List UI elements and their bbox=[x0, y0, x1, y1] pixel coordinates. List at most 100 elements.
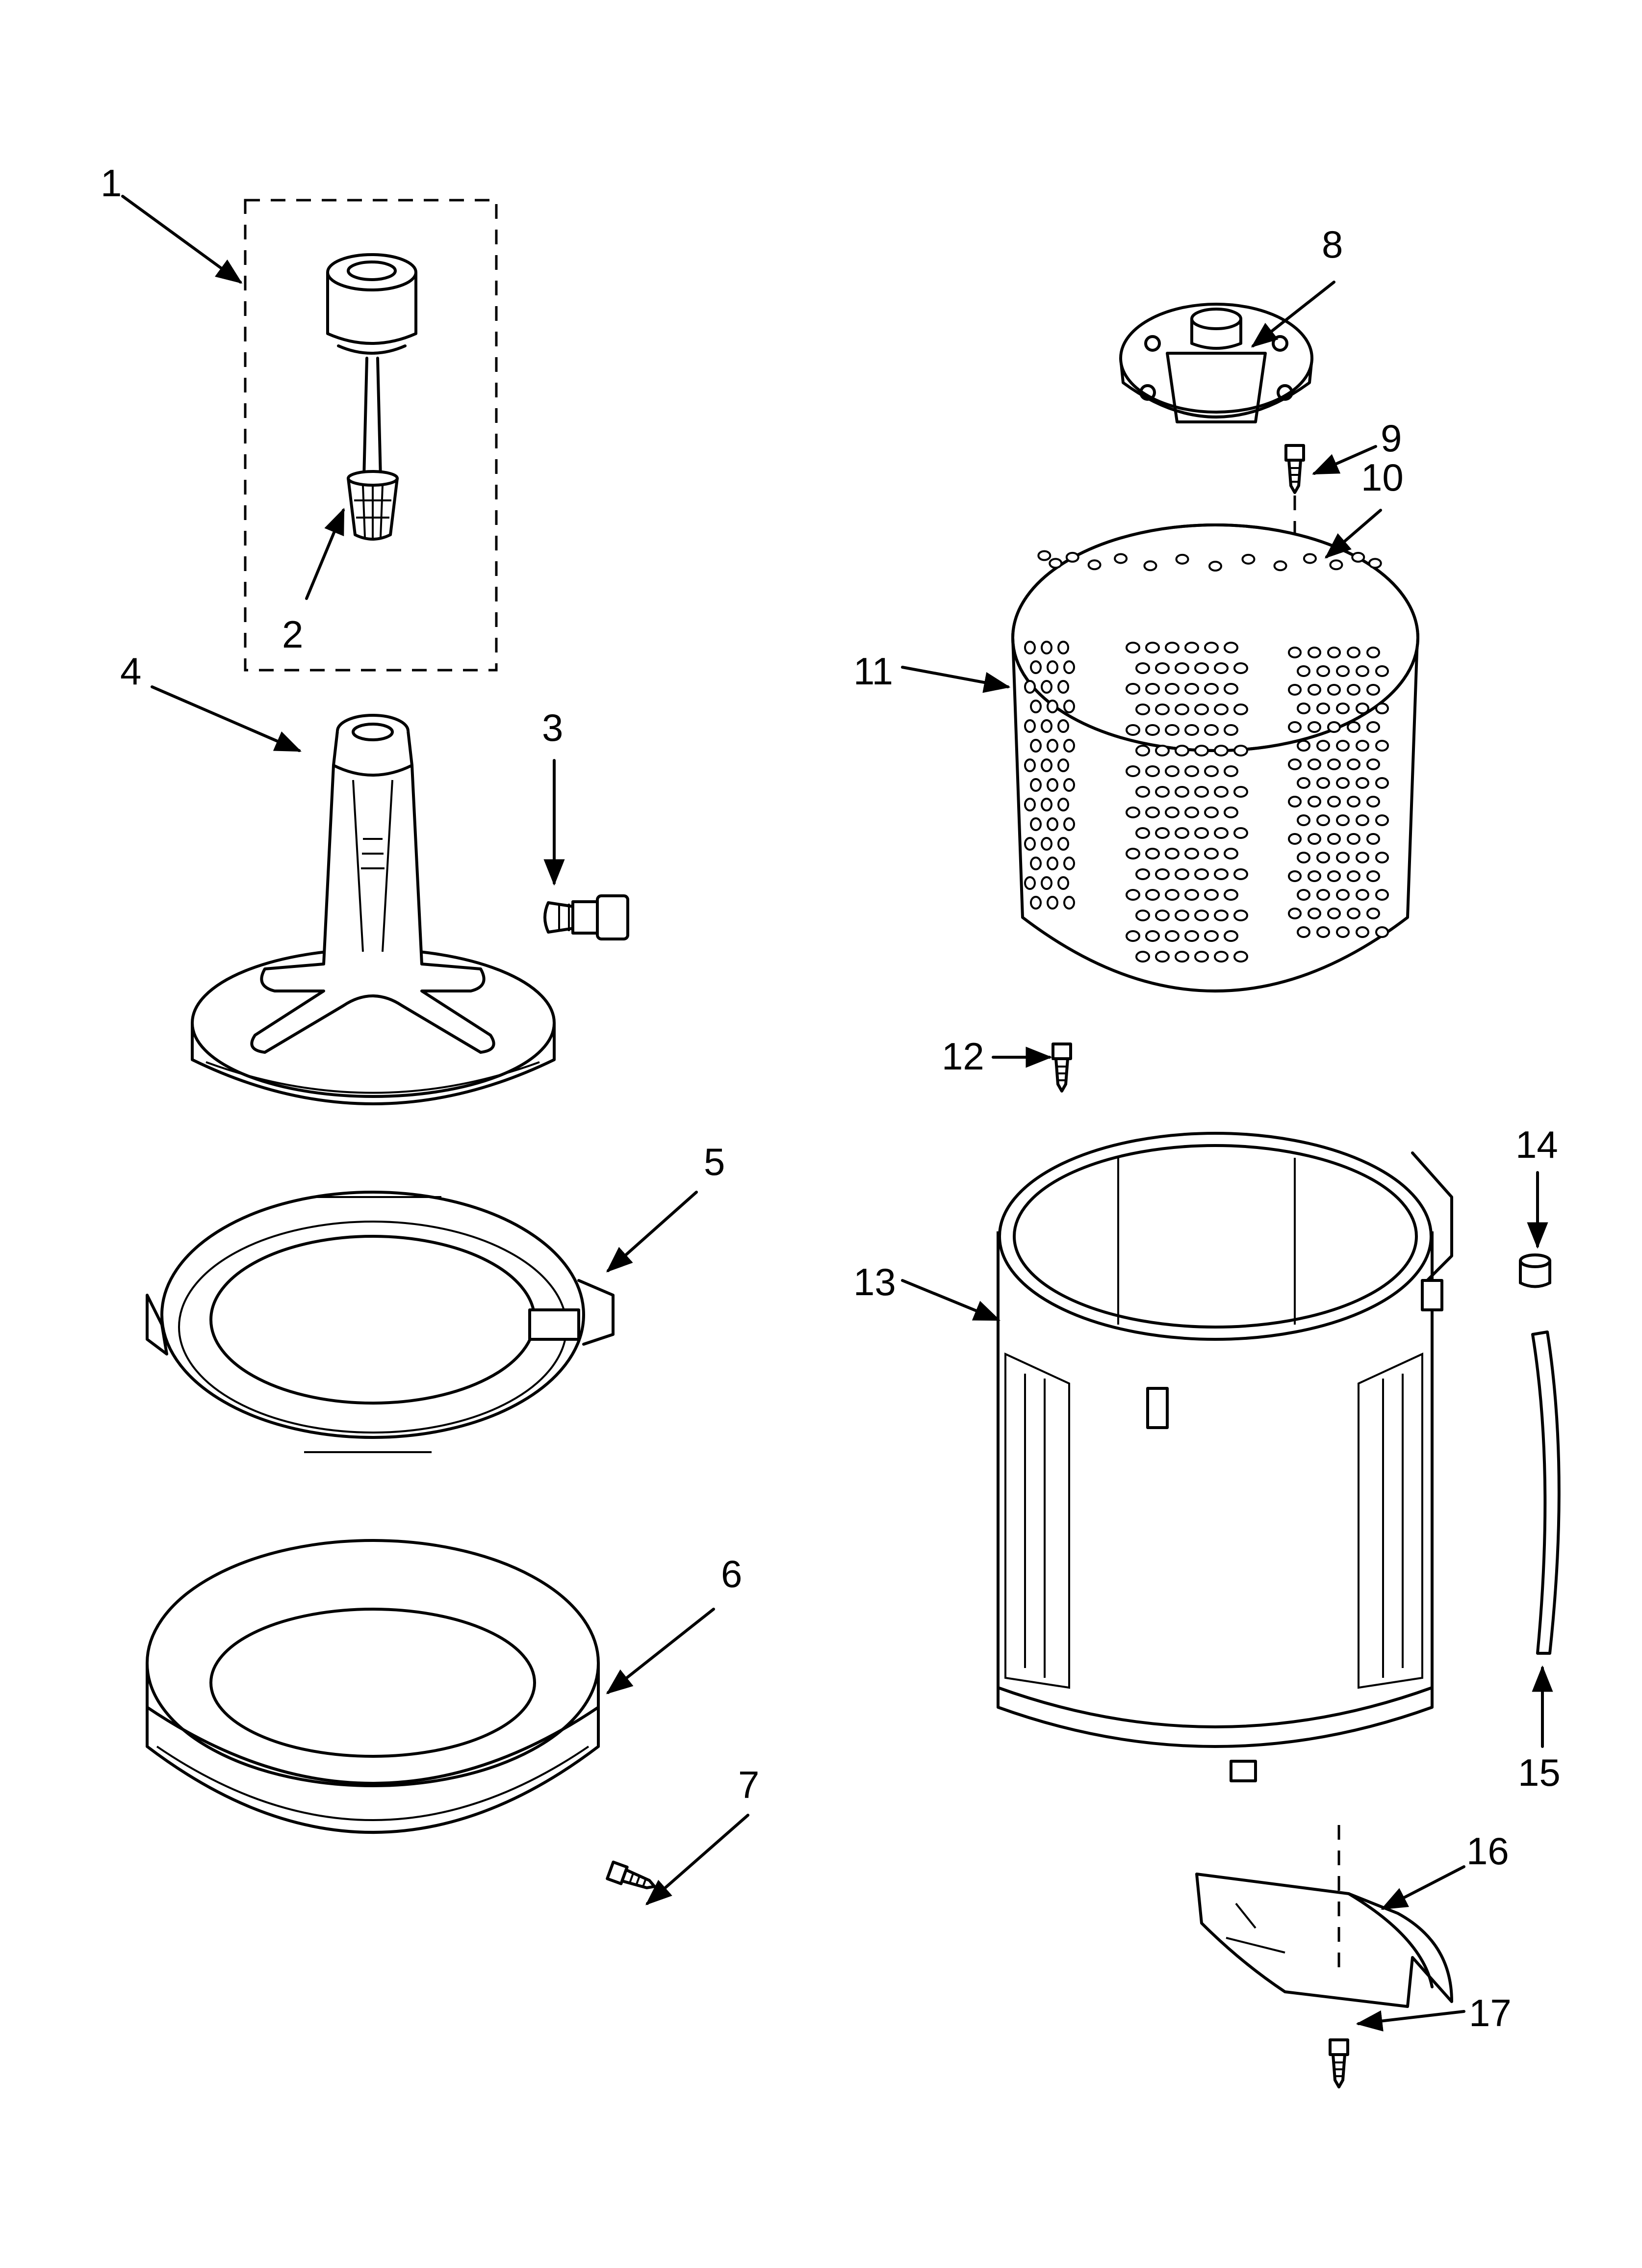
basket-hole bbox=[1184, 642, 1199, 653]
basket-hole bbox=[1030, 857, 1042, 870]
basket-hole bbox=[1233, 786, 1248, 798]
basket-hole bbox=[1204, 683, 1219, 695]
basket-hole bbox=[1047, 896, 1058, 910]
basket-hole bbox=[1087, 559, 1102, 571]
basket-hole bbox=[1145, 848, 1160, 860]
basket-hole bbox=[1233, 827, 1248, 839]
basket-hole bbox=[1288, 758, 1302, 770]
basket-hole bbox=[1047, 857, 1058, 870]
basket-hole bbox=[1063, 896, 1075, 910]
basket-hole bbox=[1194, 786, 1209, 798]
basket-hole bbox=[1316, 665, 1330, 677]
basket-hole bbox=[1041, 758, 1052, 772]
basket-hole bbox=[1336, 852, 1350, 863]
basket-hole bbox=[1366, 758, 1380, 770]
part-16-shield bbox=[1195, 1825, 1453, 2008]
basket-hole bbox=[1155, 827, 1170, 839]
basket-hole bbox=[1356, 889, 1369, 901]
basket-hole bbox=[1114, 553, 1128, 564]
basket-hole bbox=[1030, 896, 1042, 910]
basket-hole bbox=[1297, 703, 1310, 714]
basket-hole bbox=[1047, 739, 1058, 753]
basket-hole bbox=[1165, 724, 1180, 736]
basket-hole bbox=[1214, 786, 1229, 798]
leader-2 bbox=[305, 508, 345, 600]
basket-hole bbox=[1057, 758, 1069, 772]
basket-hole bbox=[1194, 827, 1209, 839]
basket-hole bbox=[1214, 868, 1229, 880]
basket-hole bbox=[1297, 814, 1310, 826]
basket-hole bbox=[1308, 684, 1321, 696]
basket-hole bbox=[1041, 680, 1052, 694]
basket-hole bbox=[1175, 786, 1189, 798]
basket-hole bbox=[1165, 848, 1180, 860]
basket-hole bbox=[1288, 833, 1302, 845]
leader-16 bbox=[1381, 1865, 1465, 1910]
basket-hole bbox=[1037, 550, 1052, 561]
leader-4 bbox=[151, 685, 302, 752]
callout-7: 7 bbox=[738, 1763, 759, 1806]
basket-hole bbox=[1135, 786, 1150, 798]
basket-hole bbox=[1366, 721, 1380, 733]
basket-hole bbox=[1024, 680, 1036, 694]
basket-hole bbox=[1336, 777, 1350, 789]
basket-hole bbox=[1175, 704, 1189, 715]
basket-hole bbox=[1233, 704, 1248, 715]
leader-9 bbox=[1312, 445, 1377, 475]
basket-hole bbox=[1135, 704, 1150, 715]
basket-hole bbox=[1327, 758, 1341, 770]
basket-hole bbox=[1155, 951, 1170, 963]
basket-hole bbox=[1375, 926, 1389, 938]
basket-hole bbox=[1224, 765, 1238, 777]
basket-hole bbox=[1336, 703, 1350, 714]
basket-hole bbox=[1375, 852, 1389, 863]
part-1-tube bbox=[362, 357, 382, 480]
callout-11: 11 bbox=[853, 650, 893, 693]
basket-hole bbox=[1204, 765, 1219, 777]
basket-hole bbox=[1204, 848, 1219, 860]
callout-4: 4 bbox=[120, 650, 141, 693]
basket-hole bbox=[1224, 683, 1238, 695]
basket-hole bbox=[1347, 758, 1360, 770]
basket-hole bbox=[1204, 724, 1219, 736]
part-6-balance-ring bbox=[146, 1539, 600, 1834]
basket-hole bbox=[1297, 926, 1310, 938]
leader-13 bbox=[901, 1279, 1001, 1321]
callout-1: 1 bbox=[101, 161, 122, 205]
basket-hole bbox=[1356, 703, 1369, 714]
basket-hole bbox=[1327, 908, 1341, 919]
part-3-bolt bbox=[543, 894, 629, 940]
leader-17 bbox=[1356, 2010, 1465, 2032]
basket-hole bbox=[1175, 553, 1189, 565]
basket-hole bbox=[1308, 647, 1321, 658]
basket-hole bbox=[1347, 833, 1360, 845]
basket-hole bbox=[1063, 778, 1075, 792]
basket-hole bbox=[1126, 683, 1140, 695]
basket-hole bbox=[1175, 662, 1189, 674]
basket-hole bbox=[1175, 951, 1189, 963]
basket-hole bbox=[1126, 930, 1140, 942]
basket-hole bbox=[1273, 560, 1287, 572]
basket-hole bbox=[1375, 777, 1389, 789]
basket-hole bbox=[1145, 889, 1160, 901]
basket-hole bbox=[1214, 662, 1229, 674]
leader-8 bbox=[1251, 281, 1335, 348]
basket-hole bbox=[1224, 642, 1238, 653]
basket-holes bbox=[1024, 550, 1389, 963]
basket-hole bbox=[1308, 721, 1321, 733]
basket-hole bbox=[1065, 551, 1079, 563]
basket-hole bbox=[1135, 868, 1150, 880]
basket-hole bbox=[1204, 642, 1219, 653]
basket-hole bbox=[1194, 704, 1209, 715]
part-9-screw bbox=[1286, 445, 1304, 493]
basket-hole bbox=[1155, 910, 1170, 921]
basket-hole bbox=[1063, 660, 1075, 674]
part-13-outer-tub bbox=[997, 1132, 1453, 1782]
basket-hole bbox=[1375, 814, 1389, 826]
basket-hole bbox=[1145, 642, 1160, 653]
basket-hole bbox=[1316, 703, 1330, 714]
basket-hole bbox=[1047, 700, 1058, 713]
basket-hole bbox=[1233, 745, 1248, 756]
leader-11 bbox=[901, 666, 1011, 693]
basket-hole bbox=[1336, 814, 1350, 826]
